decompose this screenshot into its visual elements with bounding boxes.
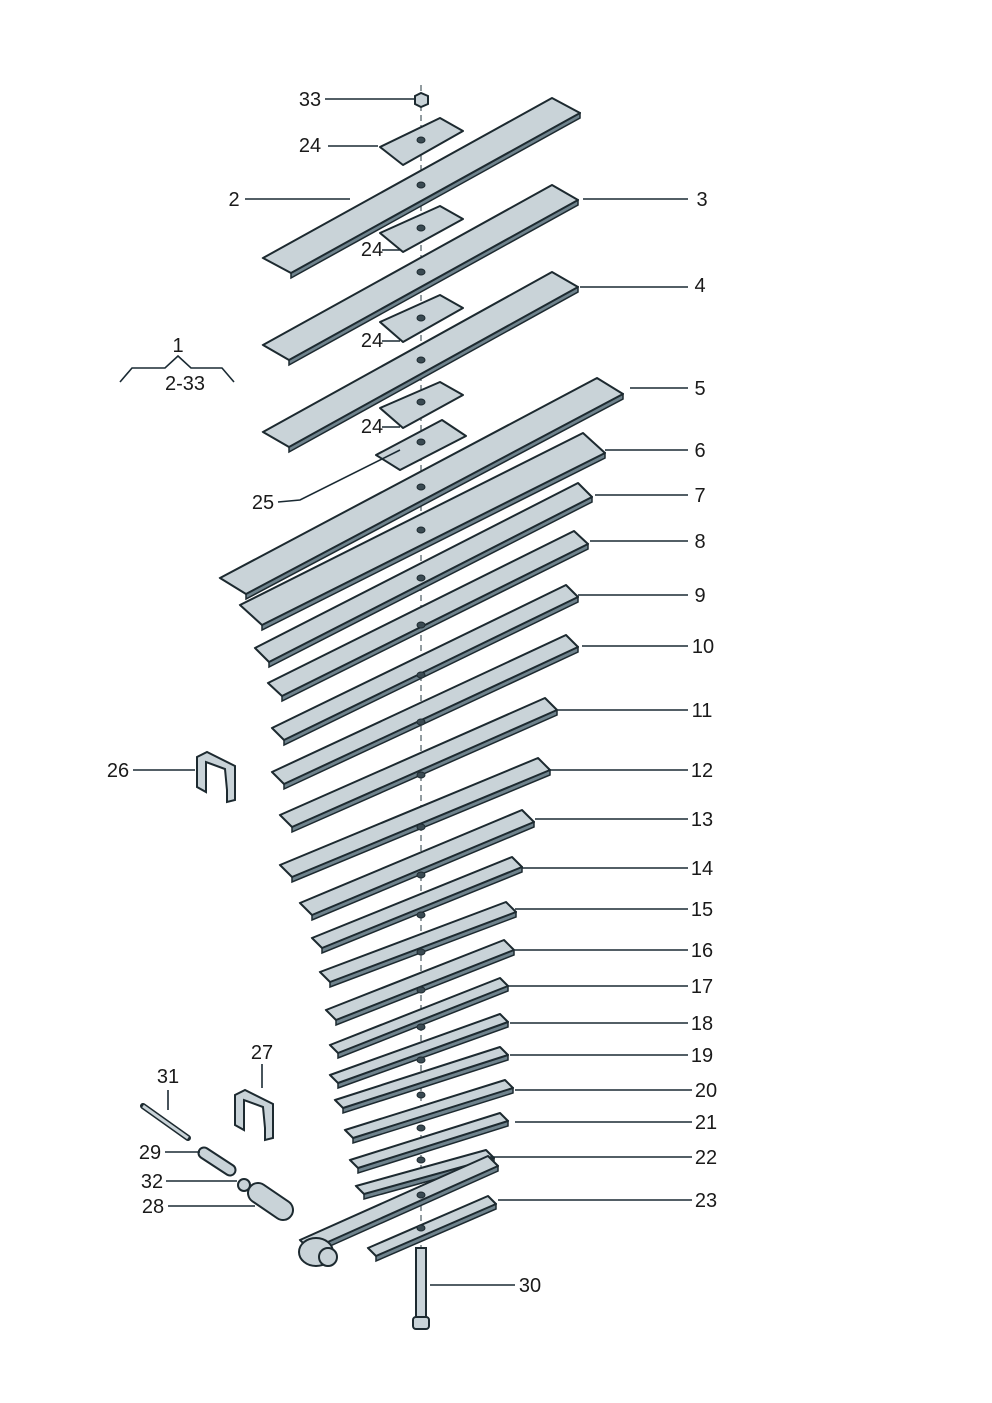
bolt-hole [416,1056,426,1064]
callout-label: 14 [691,858,713,880]
callout-label: 13 [691,809,713,831]
callout-label: 29 [139,1142,161,1164]
callout-label: 27 [251,1042,273,1064]
spring-leaf [271,584,579,741]
spring-leaf [334,1046,509,1109]
callout-label: 26 [107,760,129,782]
callout-label: 9 [694,585,705,607]
bolt-hole [416,911,426,919]
u-clamp-bracket [196,750,236,804]
callout-label: 5 [694,378,705,400]
callout-label: 4 [694,275,705,297]
spring-leaf [319,901,517,983]
spring-leaf [329,1013,509,1084]
bolt-hole [416,771,426,779]
assembly-bracket: 1 2-33 [119,335,235,395]
callout-label: 32 [141,1171,163,1193]
bolt-hole [416,356,426,364]
bolt-hole [416,1191,426,1199]
nut [414,91,429,109]
bolt-hole [416,398,426,406]
spring-leaf [349,1112,509,1169]
callout-label: 21 [695,1112,717,1134]
callout-label: 3 [696,189,707,211]
center-bolt-head [412,1316,430,1330]
callout-label: 20 [695,1080,717,1102]
assembly-number: 1 [172,335,183,357]
bolt-hole [416,1224,426,1232]
bolt-hole [416,871,426,879]
bolt-hole [416,948,426,956]
callout-label: 8 [694,531,705,553]
bolt-hole [416,574,426,582]
u-clamp-bracket [234,1088,274,1142]
spring-leaf [279,697,558,828]
bolt-hole [416,1124,426,1132]
pin-body [199,1148,235,1175]
bolt-hole [416,268,426,276]
callout-label: 24 [299,135,321,157]
spring-leaf [344,1079,514,1139]
callout-label: 22 [695,1147,717,1169]
spring-leaf [254,482,593,663]
callout-label: 11 [692,700,713,722]
callout-label: 15 [691,899,713,921]
callout-label: 7 [694,485,705,507]
callout-label: 24 [361,330,383,352]
callout-label: 2 [228,189,239,211]
callout-label: 17 [691,976,713,998]
bushing-body [249,1184,292,1219]
callout-label: 10 [692,636,714,658]
bolt-hole [416,224,426,232]
callout-label: 28 [142,1196,164,1218]
bolt-hole [416,621,426,629]
bolt-hole [416,181,426,189]
bolt-hole [416,314,426,322]
callout-label: 12 [691,760,713,782]
bolt-hole [416,718,426,726]
bolt-hole [416,438,426,446]
bolt-hole [416,1156,426,1164]
spring-leaf [325,939,515,1021]
callout-label: 24 [361,416,383,438]
bolt-hole [416,823,426,831]
callout-label: 31 [157,1066,179,1088]
callout-label: 25 [252,492,274,514]
assembly-range: 2-33 [165,373,205,395]
callout-leader-line [277,449,401,503]
small-nut [237,1178,251,1192]
callout-label: 23 [695,1190,717,1212]
spring-leaf [311,856,523,949]
callout-label: 30 [519,1275,541,1297]
bolt-hole [416,986,426,994]
callout-label: 33 [299,89,321,111]
center-bolt [415,1247,427,1321]
spring-leaf [267,530,589,697]
spring-leaf [355,1149,495,1195]
eye-bolt-shaft [142,1104,189,1140]
bolt-hole [416,136,426,144]
spring-leaf [299,809,535,916]
callout-label: 6 [694,440,705,462]
spring-leaf [271,634,579,785]
bolt-hole [416,1023,426,1031]
callout-label: 19 [691,1045,713,1067]
callout-label: 24 [361,239,383,261]
spring-leaf [367,1195,497,1257]
spring-eye-bore [318,1247,338,1267]
callout-label: 18 [691,1013,713,1035]
bolt-hole [416,671,426,679]
callout-label: 16 [691,940,713,962]
bolt-hole [416,483,426,491]
bolt-hole [416,1091,426,1099]
bolt-hole [416,526,426,534]
